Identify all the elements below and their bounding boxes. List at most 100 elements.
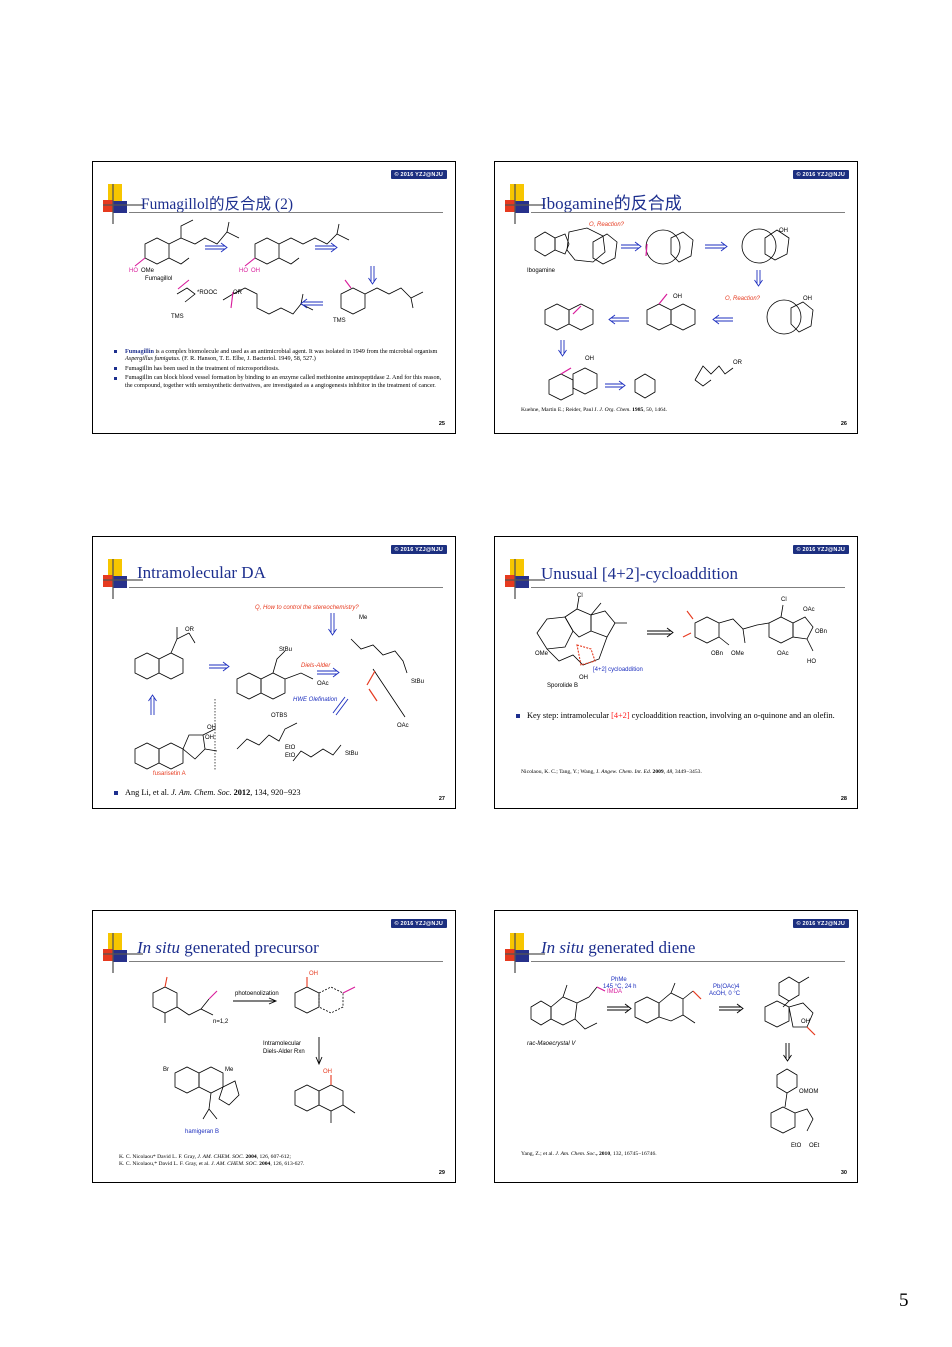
bullet-item: Key step: intramolecular [4+2] cycloaddi… (515, 711, 845, 721)
reaction-scheme: PhMe 145 °C, 24 h Pb(OAc)4 AcOH, 0 °C IM… (527, 976, 820, 1149)
photoenolization-label: photoenolization (235, 991, 279, 997)
oac-label-2: OAc (777, 651, 789, 657)
slide-title: In situ generated precursor (137, 938, 319, 957)
bullet-item: Fumagillin has been used in the treatmen… (113, 365, 448, 372)
oh-label: OH (801, 1019, 810, 1025)
cycloaddition-label: [4+2] cycloaddition (593, 667, 643, 673)
oh-label-2: OH (205, 735, 214, 741)
copyright-badge: © 2016 YZJ@NJU (390, 545, 447, 554)
eto-label-2: EtO (285, 753, 296, 759)
me-label: Me (225, 1067, 234, 1073)
oac-label: OAc (317, 681, 329, 687)
retrosynthesis-scheme: O, Reaction? Ibogamine OH O, Reaction? O… (527, 222, 814, 401)
eto-label: EtO (285, 745, 296, 751)
slide-number: 25 (438, 421, 445, 427)
bullet-list: Key step: intramolecular [4+2] cycloaddi… (515, 711, 845, 723)
question-label: O, Reaction? (589, 222, 625, 228)
me-label: Me (359, 615, 368, 621)
ho-label: HO (807, 659, 816, 665)
slide-title: Ibogamine的反合成 (541, 194, 682, 213)
rooc-label: *ROOC (197, 290, 218, 296)
bullet-list: Fumagillin is a complex biomolecule and … (113, 348, 448, 391)
question-label: Q, How to control the stereochemistry? (255, 605, 359, 611)
condition-label-2: 145 °C, 24 h (603, 984, 636, 990)
slide-25: © 2016 YZJ@NJU Fumagillol的反合成 (2) (92, 161, 456, 434)
ome-label: OMe (535, 651, 549, 657)
reference: Kuehne, Martin E.; Reider, Paul J. J. Or… (521, 407, 668, 413)
compound-name: hamigeran B (185, 1129, 219, 1135)
compound-name: Fumagillol (145, 276, 172, 282)
omom-label: OMOM (799, 1089, 818, 1095)
imda-label-2: Diels-Alder Rxn (263, 1049, 305, 1055)
bullet-item: Ang Li, et al. J. Am. Chem. Soc. 2012, 1… (113, 788, 443, 798)
copyright-badge: © 2016 YZJ@NJU (390, 170, 447, 179)
compound-name: rac-Maoecrystal V (527, 1041, 576, 1047)
or-label: OR (233, 290, 243, 296)
ome-label-2: OMe (731, 651, 745, 657)
oac-label-2: OAc (397, 723, 409, 729)
or-label: OR (733, 360, 743, 366)
question-label-2: O, Reaction? (725, 296, 761, 302)
slide-number: 29 (438, 1170, 445, 1176)
compound-name: Sporolide B (547, 683, 578, 689)
oh-label: OH (309, 971, 318, 977)
n-label: n=1,2 (213, 1019, 229, 1025)
oh-label-2: OH (803, 296, 812, 302)
reference: Yang, Z.; et al. J. Am. Chem. Soc., 2010… (521, 1151, 657, 1157)
obn-label-2: OBn (711, 651, 723, 657)
bullet-item: Fumagillin is a complex biomolecule and … (113, 348, 448, 363)
bullet-item: Fumagillin can block blood vessel format… (113, 374, 448, 389)
stbu-label-3: StBu (345, 751, 358, 757)
title-divider (531, 961, 845, 962)
oh-label: OH (779, 228, 788, 234)
cl-label-2: Cl (781, 597, 787, 603)
slide-title: In situ generated diene (541, 938, 696, 957)
copyright-badge: © 2016 YZJ@NJU (390, 919, 447, 928)
reference-list: K. C. Nicolaou* David L. F. Gray, J. AM.… (119, 1154, 449, 1169)
oh-label-2: OH (323, 1069, 332, 1075)
copyright-badge: © 2016 YZJ@NJU (792, 170, 849, 179)
oh-label-4: OH (585, 356, 594, 362)
slide-number: 26 (840, 421, 847, 427)
title-divider (531, 587, 845, 588)
slide-27: © 2016 YZJ@NJU Intramolecular DA (92, 536, 456, 809)
reference: K. C. Nicolaou* David L. F. Gray, J. AM.… (119, 1154, 291, 1160)
scheme: Sporolide B [4+2] cycloaddition Cl Cl OA… (535, 593, 827, 689)
imda-label: IMDA (607, 989, 622, 995)
reaction-scheme: photoenolization Intramolecular Diels-Al… (152, 971, 356, 1135)
slide-28: © 2016 YZJ@NJU Unusual [4+2]-cycloadditi… (494, 536, 858, 809)
title-divider (129, 212, 443, 213)
hwe-label: HWE Olefination (293, 697, 338, 703)
title-divider (531, 212, 845, 213)
slide-title: Fumagillol的反合成 (2) (141, 196, 293, 213)
ho-label-2: HO (239, 268, 248, 274)
copyright-badge: © 2016 YZJ@NJU (792, 545, 849, 554)
title-divider (129, 961, 443, 962)
oh-label: OH (251, 268, 260, 274)
reference: Nicolaou, K. C.; Tang, Y.; Wang, J. Ange… (521, 769, 702, 775)
tms-label: TMS (171, 314, 184, 320)
condition-label: PhMe (611, 977, 627, 983)
cl-label: Cl (577, 593, 583, 599)
slide-title: Intramolecular DA (137, 563, 266, 582)
condition-label-3: Pb(OAc)4 (713, 984, 740, 990)
oh-label: OH (207, 725, 216, 731)
slide-number: 28 (840, 796, 847, 802)
obn-label: OBn (815, 629, 827, 635)
oh-label: OH (579, 675, 588, 681)
oet-label: OEt (809, 1143, 820, 1149)
slide-number: 30 (840, 1170, 847, 1176)
stbu-label: StBu (279, 647, 292, 653)
eto-label: EtO (791, 1143, 802, 1149)
retrosynthesis-scheme: HO OMe HO OH Fumagillol TMS *ROOC OR TMS (129, 219, 424, 324)
da-label: Diels-Alder (301, 663, 331, 669)
br-label: Br (163, 1067, 169, 1073)
or-label: OR (185, 627, 195, 633)
title-divider (129, 587, 443, 588)
condition-label-4: AcOH, 0 °C (709, 991, 741, 997)
slide-title: Unusual [4+2]-cycloaddition (541, 564, 739, 583)
copyright-badge: © 2016 YZJ@NJU (792, 919, 849, 928)
otbs-label: OTBS (271, 713, 287, 719)
ho-label: HO (129, 268, 138, 274)
slide-30: © 2016 YZJ@NJU In situ generated diene (494, 910, 858, 1183)
